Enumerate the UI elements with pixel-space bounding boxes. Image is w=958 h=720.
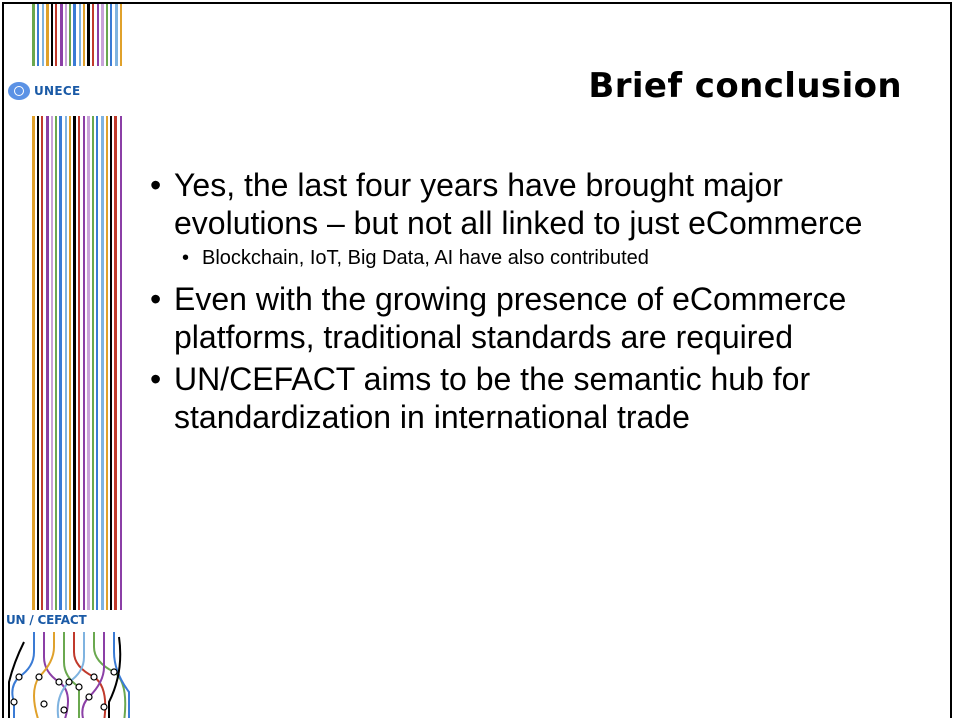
stripe-bar	[114, 116, 117, 610]
stripe-bar	[92, 4, 94, 66]
stripe-bar	[51, 116, 53, 610]
bullet-dot-icon: •	[150, 167, 162, 203]
un-cefact-label: UN / CEFACT	[6, 613, 87, 627]
stripe-bar	[87, 4, 90, 66]
bullet-3-text: UN/CEFACT aims to be the semantic hub fo…	[174, 361, 811, 435]
stripe-bar	[37, 4, 39, 66]
stripe-bar	[101, 4, 104, 66]
stripe-bar	[106, 116, 108, 610]
unece-logo: UNECE	[8, 80, 126, 102]
stripe-bar	[41, 116, 43, 610]
stripe-bar	[32, 4, 35, 66]
bullet-dot-icon: •	[150, 361, 162, 397]
sub-bullet-1-1: • Blockchain, IoT, Big Data, AI have als…	[150, 246, 920, 271]
network-lines-graphic	[8, 632, 130, 718]
stripe-bar	[60, 4, 63, 66]
stripe-bars-top	[32, 4, 122, 66]
bullet-dot-icon: •	[150, 281, 162, 317]
stripe-bar	[55, 116, 57, 610]
stripe-bar	[78, 116, 80, 610]
bullet-dot-icon: •	[182, 247, 190, 269]
stripe-bar	[73, 116, 76, 610]
unece-logo-text: UNECE	[34, 84, 81, 98]
stripe-bar	[69, 116, 71, 610]
bullet-1-text: Yes, the last four years have brought ma…	[174, 167, 863, 241]
stripe-bar	[55, 4, 57, 66]
un-emblem-icon	[8, 82, 30, 100]
stripe-bar	[65, 4, 67, 66]
bullet-1: • Yes, the last four years have brought …	[150, 166, 920, 242]
stripe-bar	[59, 116, 62, 610]
stripe-bar	[42, 4, 44, 66]
stripe-bar	[32, 116, 35, 610]
stripe-bar	[83, 116, 85, 610]
stripe-bar	[92, 116, 94, 610]
slide-title: Brief conclusion	[588, 66, 902, 106]
stripe-bar	[83, 4, 85, 66]
sidebar-decoration: UNECE UN / CEFACT	[4, 4, 134, 718]
stripe-bar	[110, 116, 112, 610]
stripe-bar	[101, 116, 104, 610]
stripe-bar	[37, 116, 39, 610]
stripe-bar	[51, 4, 53, 66]
stripe-bar	[106, 4, 108, 66]
stripe-bar	[97, 4, 99, 66]
stripe-bar	[87, 116, 90, 610]
stripe-bar	[115, 4, 118, 66]
stripe-bar	[120, 116, 122, 610]
stripe-bar	[46, 4, 49, 66]
sub-bullet-1-1-text: Blockchain, IoT, Big Data, AI have also …	[202, 247, 649, 269]
bullet-2-text: Even with the growing presence of eComme…	[174, 281, 847, 355]
stripe-bar	[46, 116, 49, 610]
stripe-bar	[110, 4, 112, 66]
bullet-2: • Even with the growing presence of eCom…	[150, 280, 920, 356]
stripe-bar	[73, 4, 76, 66]
stripe-bars-middle	[32, 116, 122, 610]
bullet-3: • UN/CEFACT aims to be the semantic hub …	[150, 360, 920, 436]
stripe-bar	[120, 4, 122, 66]
stripe-bar	[79, 4, 81, 66]
stripe-bar	[96, 116, 98, 610]
slide-body: • Yes, the last four years have brought …	[150, 166, 920, 440]
stripe-bar	[65, 116, 67, 610]
stripe-bar	[69, 4, 71, 66]
